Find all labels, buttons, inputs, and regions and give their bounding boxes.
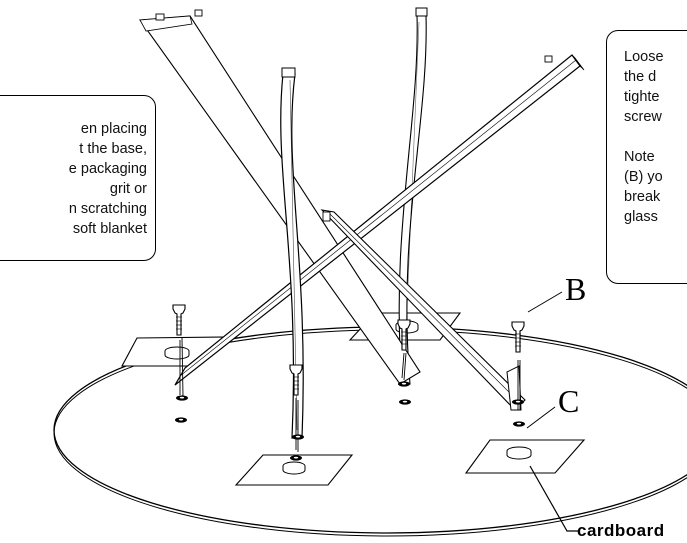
- washer-c: [292, 434, 304, 440]
- washer-c: [176, 395, 188, 401]
- note-right-line: Loose: [624, 49, 664, 65]
- washer-c: [399, 399, 411, 405]
- base-blade-front: [174, 54, 585, 386]
- washer-c: [290, 455, 302, 461]
- note-box-left: en placing t the base, e packaging grit …: [0, 95, 156, 261]
- note-box-right: Loose the d tighte screw Note (B) yo bre…: [606, 30, 687, 284]
- cardboard-pad: [234, 454, 354, 486]
- leader-c: [526, 406, 556, 429]
- leader-b: [527, 291, 563, 313]
- cardboard-pad: [464, 439, 586, 474]
- note-right-line: screw: [624, 109, 662, 125]
- base-leg-foot-right: [506, 365, 522, 411]
- label-part-c: C: [558, 383, 579, 419]
- label-part-b: B: [565, 271, 586, 307]
- note-left-line: e packaging: [68, 161, 147, 177]
- washer-c: [398, 381, 410, 387]
- note-right-line: Note: [624, 149, 655, 165]
- label-cardboard: cardboard: [577, 521, 665, 540]
- bolt-b: [172, 304, 186, 336]
- base-blade-front-right: [320, 209, 526, 411]
- note-right-line: (B) yo: [624, 169, 663, 185]
- washer-c: [513, 421, 525, 427]
- note-left-line: t the base,: [79, 141, 147, 157]
- note-right-line: break: [624, 189, 661, 205]
- leader-cardboard: [529, 465, 580, 532]
- note-right-line: the d: [624, 69, 657, 85]
- note-right-line: glass: [624, 209, 658, 225]
- note-left-line: n scratching: [68, 201, 147, 217]
- note-right-line: tighte: [624, 89, 660, 105]
- washer-c: [512, 399, 524, 405]
- note-left-line: en placing: [80, 121, 147, 137]
- washer-c: [175, 417, 187, 423]
- base-blade-back-left: [138, 9, 421, 385]
- note-left-line: grit or: [109, 181, 147, 197]
- note-left-line: soft blanket: [72, 221, 147, 237]
